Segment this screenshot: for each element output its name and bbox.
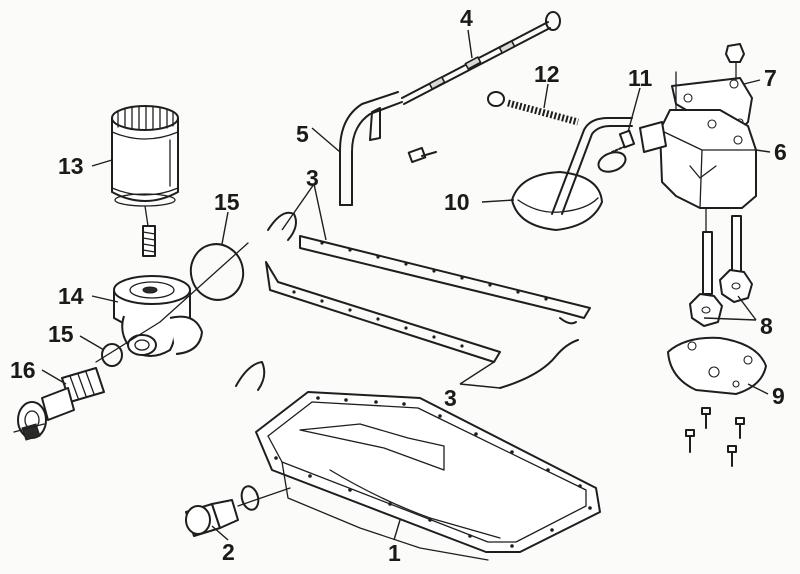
callout-3-upper: 3 [306,165,319,191]
filter-adapter [113,225,203,357]
oil-filter [111,105,179,227]
end-seal-lower-right [499,339,579,389]
relief-valve-assembly [13,367,105,441]
seal-ring-lower [101,343,123,367]
pan-gasket-upper [299,235,591,319]
callout-1: 1 [388,540,401,566]
callout-16: 16 [10,357,36,383]
tube-bolt [407,146,437,164]
callout-7: 7 [764,65,777,91]
callout-labels: 1 2 3 3 4 5 6 7 8 9 10 11 12 13 14 15 15… [10,5,787,566]
oil-pickup [511,117,633,231]
leader-lines [41,29,771,541]
pickup-pin [611,129,636,153]
callout-13: 13 [58,153,84,179]
gasket-tab [559,317,577,325]
callout-12: 12 [534,61,560,87]
callout-14: 14 [58,283,84,309]
callout-9: 9 [772,383,785,409]
callout-15-lower: 15 [48,321,74,347]
dipstick-tube [339,91,403,206]
end-seal-upper-left [267,211,297,241]
cover-screws [685,407,745,467]
dipstick [401,11,561,105]
callout-8: 8 [760,313,773,339]
end-seal-lower-left [235,361,266,391]
oil-pan [255,391,601,561]
callout-6: 6 [774,139,787,165]
callout-11: 11 [628,65,653,91]
callout-10: 10 [444,189,470,215]
callout-5: 5 [296,121,309,147]
drain-plug [185,485,291,537]
callout-15-upper: 15 [214,189,240,215]
oil-pump-body [639,109,757,233]
pan-gasket-lower [265,261,501,363]
drive-shaft [487,91,579,126]
callout-4: 4 [460,5,473,31]
callout-2: 2 [222,539,235,565]
callout-3-lower: 3 [444,385,457,411]
pump-rotors [689,215,753,327]
pump-cover [667,336,767,395]
seal-ring-upper [189,243,245,301]
